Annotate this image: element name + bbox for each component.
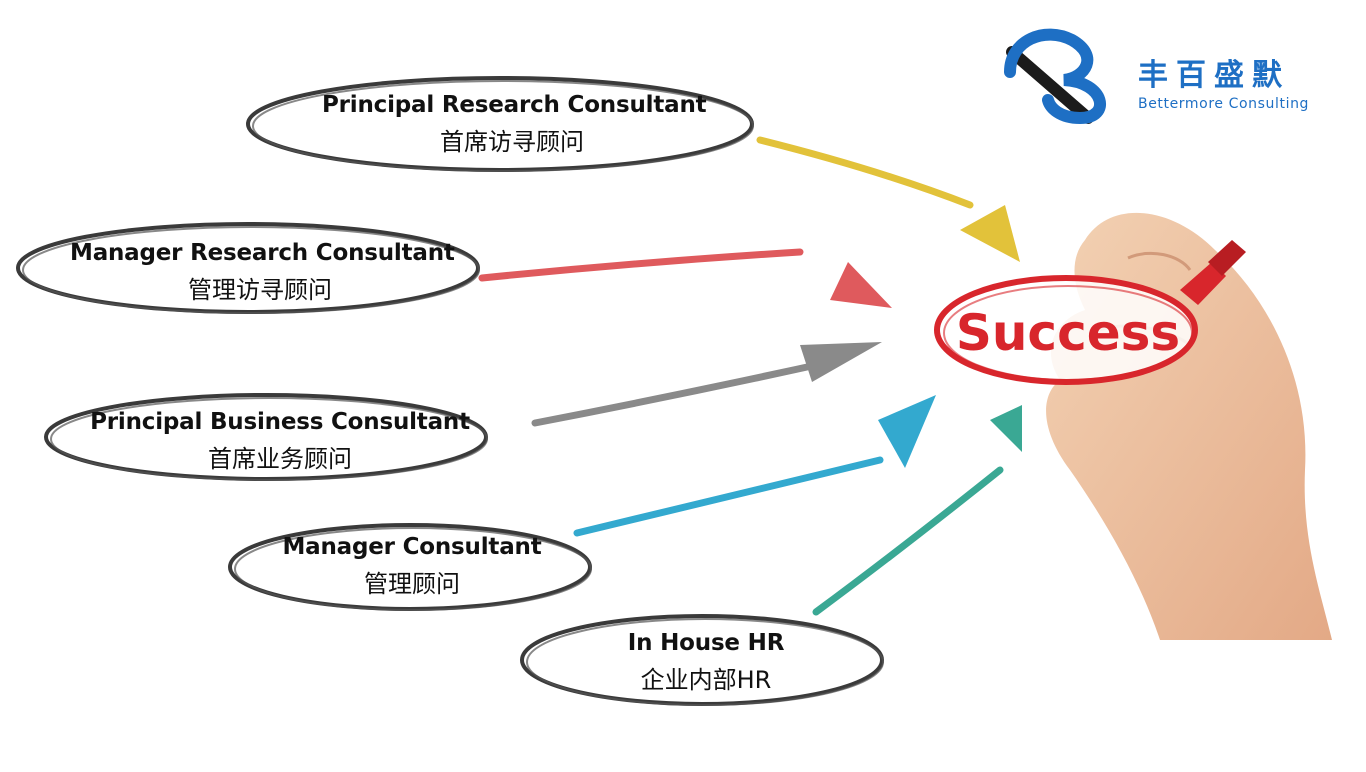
node-label-zh: 企业内部HR bbox=[640, 666, 772, 694]
arrow-head-manager-research-consultant bbox=[830, 262, 892, 308]
node-in-house-hr: In House HR 企业内部HR bbox=[556, 630, 856, 695]
brand-name-en: Bettermore Consulting bbox=[1138, 96, 1310, 112]
node-manager-research-consultant: Manager Research Consultant 管理访寻顾问 bbox=[70, 240, 455, 305]
node-principal-research-consultant: Principal Research Consultant 首席访寻顾问 bbox=[322, 92, 707, 157]
ellipse-outline-in-house-hr bbox=[526, 618, 884, 706]
ellipse-outline-manager-research-consultant bbox=[22, 226, 480, 314]
arrow-line-in-house-hr bbox=[812, 466, 1004, 616]
node-label-en: In House HR bbox=[627, 630, 785, 656]
node-label-en: Manager Research Consultant bbox=[70, 240, 455, 266]
node-label-zh: 管理顾问 bbox=[364, 570, 460, 598]
arrow-head-principal-research-consultant bbox=[960, 205, 1020, 262]
node-manager-consultant: Manager Consultant 管理顾问 bbox=[262, 534, 562, 599]
arrow-line-manager-research-consultant bbox=[478, 248, 804, 282]
node-principal-business-consultant: Principal Business Consultant 首席业务顾问 bbox=[90, 409, 470, 474]
arrow-line-principal-research-consultant bbox=[756, 136, 974, 209]
brand-logo-text: 丰百盛默 Bettermore Consulting bbox=[1138, 50, 1309, 112]
node-label-en: Principal Research Consultant bbox=[322, 92, 707, 118]
brand-name-zh: 丰百盛默 bbox=[1138, 58, 1290, 93]
role-arrows bbox=[478, 136, 1022, 616]
success-oval: Success bbox=[934, 275, 1198, 385]
node-label-zh: 首席业务顾问 bbox=[208, 445, 352, 473]
arrow-line-manager-consultant bbox=[573, 456, 884, 537]
node-label-zh: 首席访寻顾问 bbox=[440, 128, 584, 156]
arrow-head-manager-consultant bbox=[878, 395, 936, 468]
ellipse-outline-manager-consultant bbox=[234, 527, 592, 611]
node-label-en: Manager Consultant bbox=[282, 534, 542, 560]
ellipse-outline-principal-research-consultant bbox=[252, 80, 754, 172]
node-label-en: Principal Business Consultant bbox=[90, 409, 470, 435]
success-label: Success bbox=[956, 304, 1180, 362]
arrow-line-principal-business-consultant bbox=[531, 358, 834, 427]
bettermore-logo-icon bbox=[1004, 28, 1106, 125]
role-ellipses bbox=[16, 76, 884, 706]
arrow-head-in-house-hr bbox=[990, 405, 1022, 452]
arrow-head-principal-business-consultant bbox=[800, 342, 882, 382]
node-label-zh: 管理访寻顾问 bbox=[188, 276, 332, 304]
ellipse-outline-principal-business-consultant bbox=[50, 397, 488, 481]
